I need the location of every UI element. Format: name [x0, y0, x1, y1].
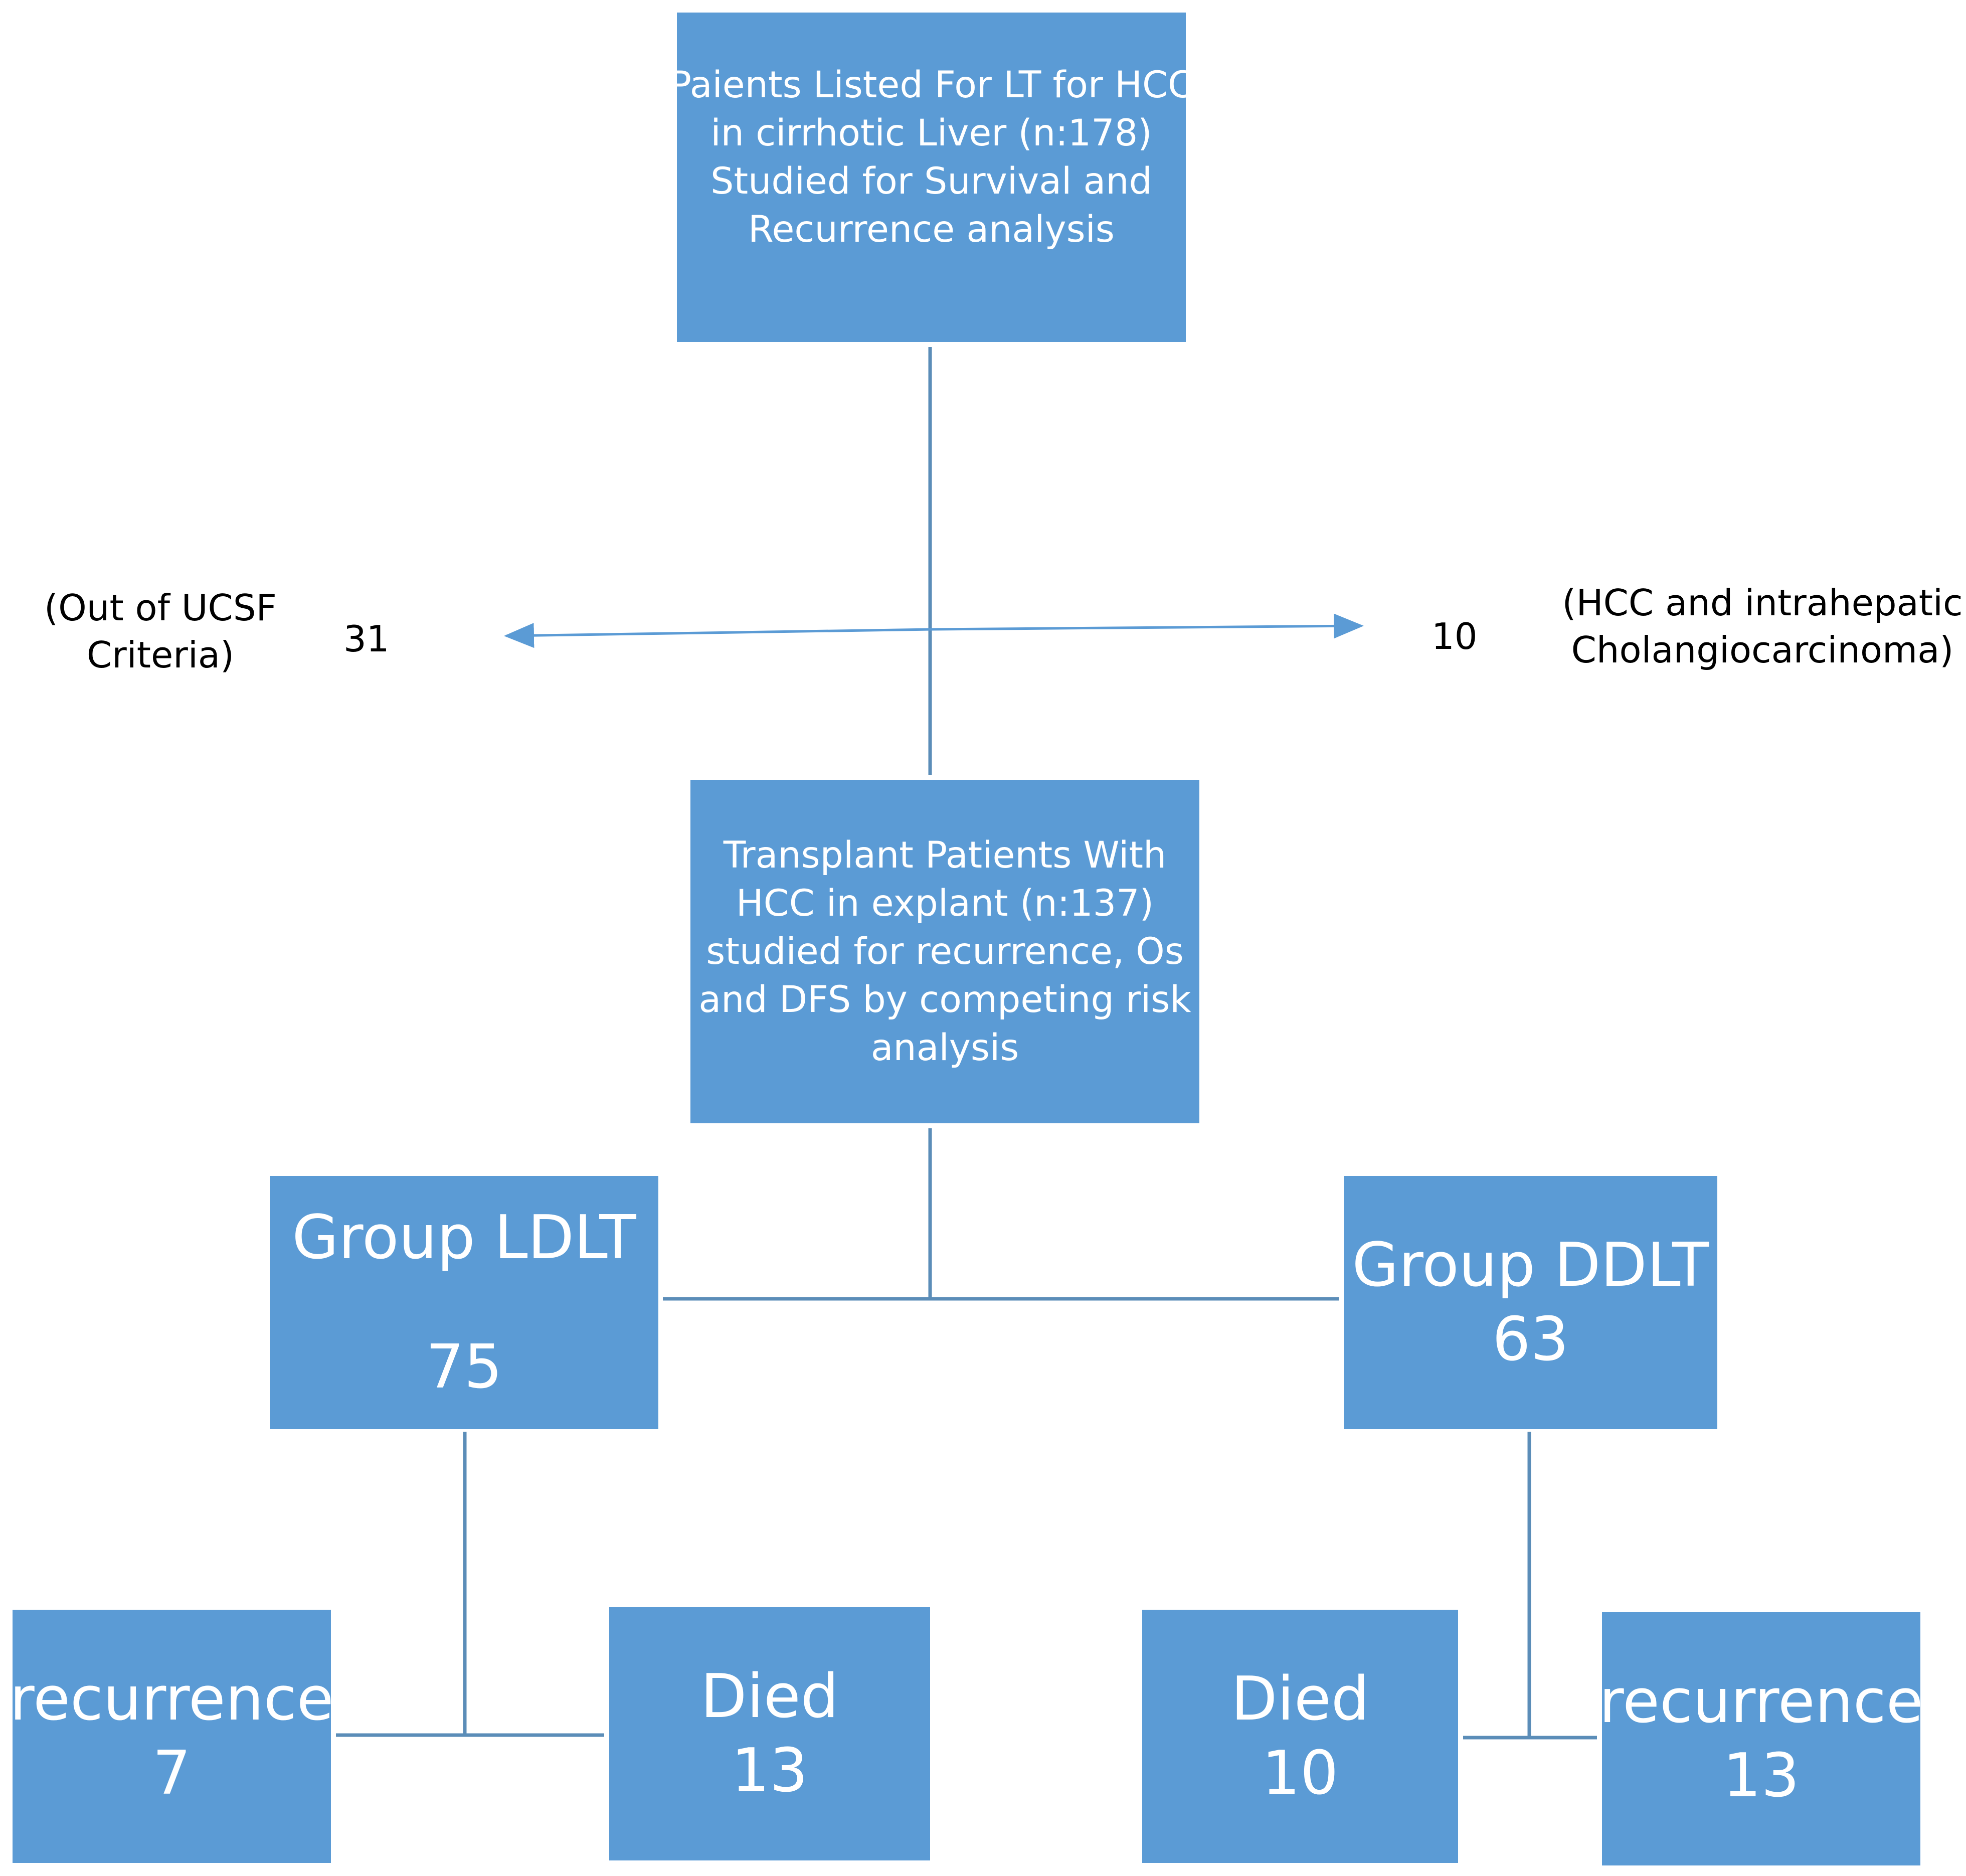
ldlt-recurrence-count: 7: [152, 1738, 191, 1808]
ldlt-died-box: Died 13: [609, 1607, 930, 1860]
ldlt-died-count: 13: [731, 1736, 808, 1806]
ldlt-recurrence-title: recurrence: [10, 1664, 334, 1734]
group-ddlt-count: 63: [1492, 1304, 1569, 1375]
ddlt-died-box: Died 10: [1142, 1610, 1458, 1863]
exclusion-left-reason-line-1: (Out of UCSF: [44, 587, 277, 629]
exclusion-arrow-left: [504, 623, 933, 648]
transplant-patients-box: Transplant Patients With HCC in explant …: [690, 780, 1199, 1123]
listed-patients-box: Paients Listed For LT for HCC in cirrhot…: [669, 13, 1193, 342]
ldlt-recurrence-box: recurrence 7: [10, 1610, 334, 1863]
transplant-line-2: HCC in explant (n:137): [736, 882, 1154, 925]
transplant-line-4: and DFS by competing risk: [698, 978, 1191, 1021]
exclusion-left-count: 31: [343, 618, 390, 660]
transplant-line-5: analysis: [870, 1026, 1019, 1069]
exclusion-left-reason-line-2: Criteria): [86, 634, 235, 676]
ldlt-died-title: Died: [700, 1661, 839, 1732]
listed-line-2: in cirrhotic Liver (n:178): [710, 111, 1152, 154]
listed-line-4: Recurrence analysis: [748, 208, 1115, 251]
ddlt-recurrence-count: 13: [1723, 1741, 1800, 1811]
transplant-line-1: Transplant Patients With: [723, 833, 1167, 877]
exclusion-arrow-right: [932, 613, 1364, 639]
ddlt-died-count: 10: [1262, 1738, 1339, 1808]
group-ldlt-title: Group LDLT: [292, 1203, 636, 1273]
listed-line-3: Studied for Survival and: [710, 159, 1152, 203]
ddlt-recurrence-box: recurrence 13: [1599, 1612, 1923, 1865]
listed-line-1: Paients Listed For LT for HCC: [669, 63, 1193, 106]
ddlt-died-title: Died: [1231, 1664, 1369, 1734]
ddlt-recurrence-title: recurrence: [1599, 1666, 1923, 1737]
exclusion-right-reason-line-1: (HCC and intrahepatic: [1562, 582, 1963, 624]
group-ddlt-title: Group DDLT: [1352, 1230, 1709, 1300]
exclusion-left-reason: (Out of UCSF Criteria): [30, 584, 291, 678]
exclusion-right-reason-line-2: Cholangiocarcinoma): [1571, 629, 1954, 671]
exclusion-right-reason: (HCC and intrahepatic Cholangiocarcinoma…: [1562, 579, 1963, 673]
exclusion-right-count: 10: [1432, 615, 1478, 657]
transplant-line-3: studied for recurrence, Os: [706, 930, 1184, 973]
group-ldlt-box: Group LDLT 75: [270, 1176, 658, 1429]
group-ddlt-box: Group DDLT 63: [1344, 1176, 1717, 1429]
group-ldlt-count: 75: [426, 1332, 502, 1402]
